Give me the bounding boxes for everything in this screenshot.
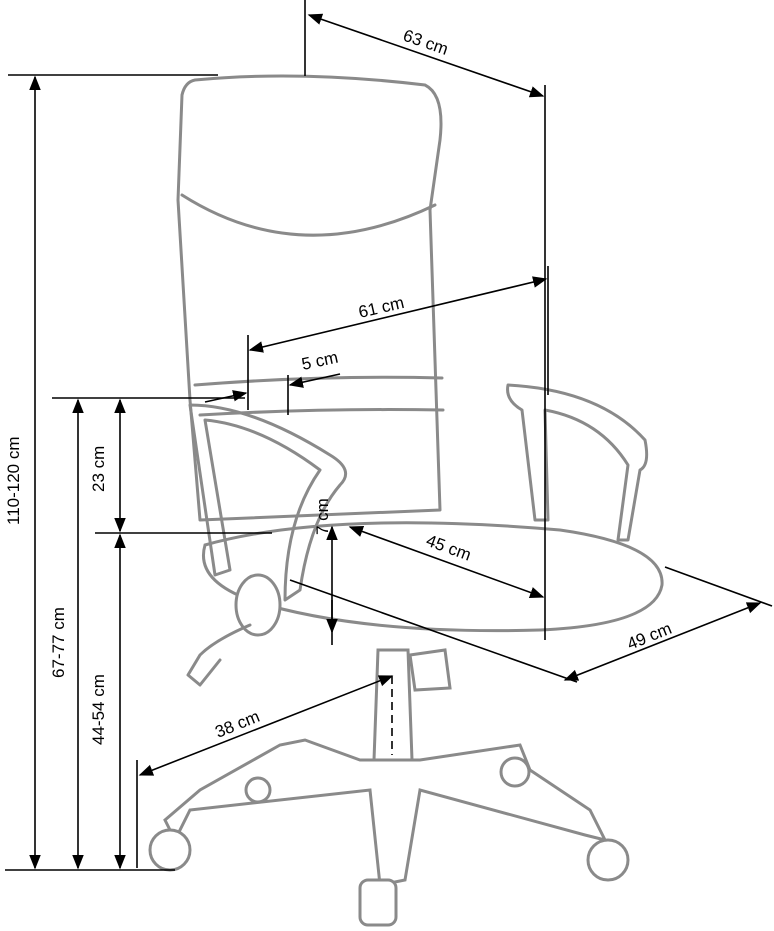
dim-arrow-seat-depth xyxy=(348,526,545,598)
dim-arrow-total-width xyxy=(248,276,548,353)
label-armrest-offset: 5 cm xyxy=(300,348,340,374)
dimension-labels: 63 cm 61 cm 5 cm 23 cm 110-120 cm 67-77 … xyxy=(4,26,674,745)
chair-backrest xyxy=(176,74,443,522)
chair-wheel xyxy=(358,878,398,927)
dim-arrow-base-radius xyxy=(138,675,394,776)
chair-drawing xyxy=(148,74,664,927)
label-total-height: 110-120 cm xyxy=(4,436,23,525)
label-seat-height: 44-54 cm xyxy=(89,674,108,745)
chair-lever xyxy=(186,623,252,687)
chair-armrest-left xyxy=(188,403,348,602)
label-total-depth: 63 cm xyxy=(401,26,451,59)
label-armrest-height: 23 cm xyxy=(89,446,108,492)
dimension-lines xyxy=(5,0,773,871)
chair-headrest xyxy=(180,193,437,237)
chair-cylinder-cover xyxy=(408,648,452,692)
dim-arrow-total-depth xyxy=(307,13,545,98)
dim-arrow-seat-width xyxy=(563,602,762,681)
label-seat-width: 49 cm xyxy=(624,619,674,654)
chair-gas-cylinder xyxy=(372,648,414,762)
chair-base xyxy=(163,738,608,887)
chair-wheel xyxy=(244,776,272,804)
chair-armrest-right xyxy=(506,383,649,542)
label-armrest-floor-height: 67-77 cm xyxy=(49,607,68,678)
chair-tilt-knob xyxy=(234,573,282,637)
chair-wheel xyxy=(586,838,630,882)
label-total-width: 61 cm xyxy=(357,293,406,322)
chair-wheel xyxy=(499,756,531,788)
label-seat-thickness: 7 cm xyxy=(313,498,332,535)
chair-wheel xyxy=(148,828,192,872)
